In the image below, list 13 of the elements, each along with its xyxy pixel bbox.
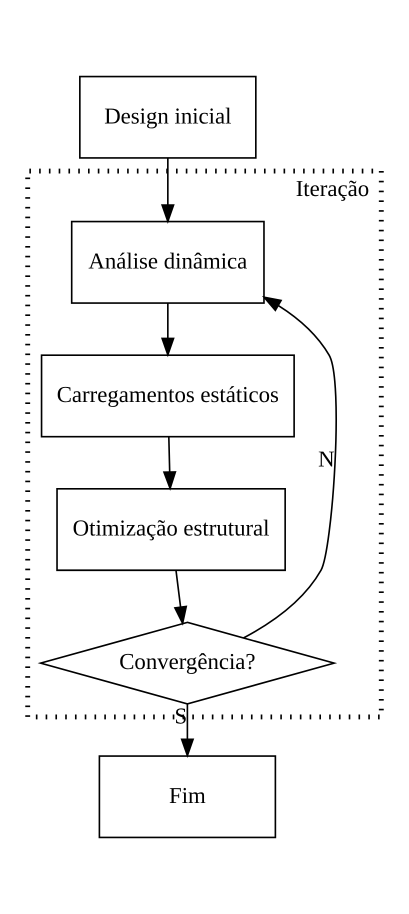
arrow [160,158,175,224]
arrow [162,436,177,491]
node-box: Fim [98,755,276,838]
arrow [160,303,175,358]
edge-label: N [318,446,335,472]
node-box: Otimização estrutural [56,488,286,572]
arrow [243,296,337,639]
node-box: Análise dinâmica [70,220,265,304]
arrow [180,704,194,758]
node-diamond: Convergência? [38,622,338,705]
arrow [174,570,188,626]
node-box: Carregamentos estáticos [40,354,295,438]
node-box: Design inicial [79,76,257,159]
